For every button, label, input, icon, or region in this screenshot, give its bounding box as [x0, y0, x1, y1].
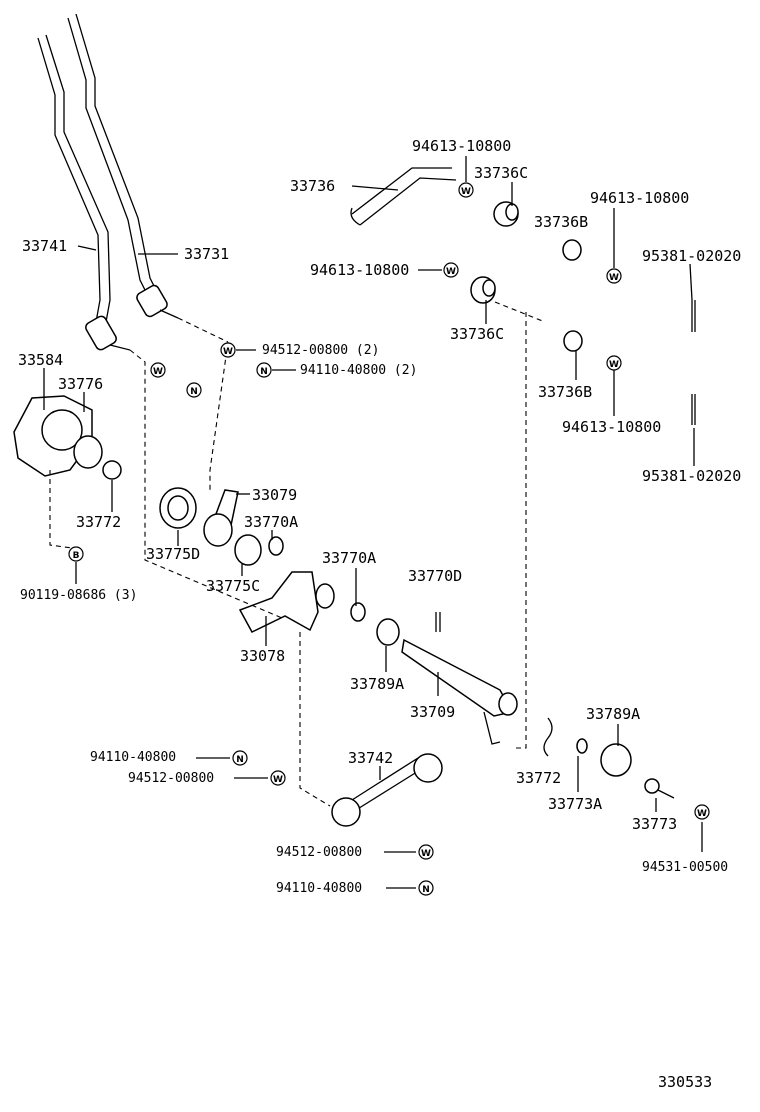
label-94613-bot: 94613-10800 [562, 418, 662, 436]
label-90119: 90119-08686 (3) [20, 588, 138, 603]
label-33775D: 33775D [146, 545, 201, 563]
arm-33079 [203, 489, 239, 547]
label-33789A-b: 33789A [586, 705, 641, 723]
label-94531: 94531-00500 [642, 860, 729, 875]
svg-text:W: W [609, 273, 619, 283]
cotter-pin-top [691, 300, 696, 332]
svg-text:W: W [421, 849, 431, 859]
label-33789A-a: 33789A [350, 675, 405, 693]
label-33770A-a: 33770A [244, 513, 299, 531]
label-94110-c: 94110-40800 [276, 881, 363, 896]
symbol-text: W [461, 187, 471, 197]
label-33742: 33742 [348, 749, 394, 767]
svg-text:N: N [422, 885, 430, 895]
figure-code: 330533 [658, 1073, 713, 1091]
label-33775C: 33775C [206, 577, 261, 595]
svg-text:N: N [260, 367, 268, 377]
label-33776: 33776 [58, 375, 104, 393]
svg-text:W: W [153, 367, 163, 377]
bushing-33736B-top [562, 239, 582, 261]
svg-text:W: W [273, 775, 283, 785]
label-33741: 33741 [22, 237, 68, 255]
label-33584: 33584 [18, 351, 64, 369]
label-94512-b: 94512-00800 [128, 771, 215, 786]
label-33736B-bot: 33736B [538, 383, 593, 401]
bushing-33789A-b [600, 743, 632, 777]
cotter-pin-bot [691, 394, 696, 425]
bushing-33736C-top [493, 201, 519, 227]
label-33731: 33731 [184, 245, 230, 263]
rod-33736 [350, 167, 457, 226]
bracket-33584 [13, 395, 122, 480]
boot-33775C [234, 534, 262, 566]
label-33773A: 33773A [548, 795, 603, 813]
label-95381-top: 95381-02020 [642, 247, 742, 265]
label-33736C-top: 33736C [474, 164, 529, 182]
svg-text:B: B [73, 551, 80, 561]
shift-lever-33741 [37, 34, 131, 351]
label-94110-a: 94110-40800 (2) [300, 363, 418, 378]
svg-text:N: N [236, 755, 244, 765]
boot-33775D [159, 487, 197, 529]
rod-33742 [331, 753, 443, 827]
bushing-33736B-bot [563, 330, 583, 352]
label-95381-bot: 95381-02020 [642, 467, 742, 485]
label-33772-right: 33772 [516, 769, 562, 787]
bushing-33770A-a [268, 536, 284, 556]
bolt-33773 [644, 778, 675, 799]
svg-text:W: W [697, 809, 707, 819]
label-33709: 33709 [410, 703, 456, 721]
label-33736B-top: 33736B [534, 213, 589, 231]
label-33772-left: 33772 [76, 513, 122, 531]
label-94613-mid: 94613-10800 [310, 261, 410, 279]
label-94613-top: 94613-10800 [412, 137, 512, 155]
label-94512-c: 94512-00800 [276, 845, 363, 860]
label-33736: 33736 [290, 177, 336, 195]
pin-33770D [435, 612, 441, 632]
svg-text:W: W [446, 267, 456, 277]
label-33079: 33079 [252, 486, 298, 504]
bushing-33736C-bot [470, 276, 496, 304]
label-94613-right: 94613-10800 [590, 189, 690, 207]
label-33770A-b: 33770A [322, 549, 377, 567]
svg-text:W: W [223, 347, 233, 357]
bushing-33770A-b [350, 602, 366, 622]
svg-text:W: W [609, 360, 619, 370]
label-94110-b: 94110-40800 [90, 750, 177, 765]
shift-lever-33731 [67, 13, 179, 319]
bushing-33789A-a [376, 618, 400, 646]
label-94512-a: 94512-00800 (2) [262, 343, 380, 358]
label-33773: 33773 [632, 815, 678, 833]
clip-33772 [543, 717, 553, 757]
shaft-33709 [401, 638, 518, 745]
label-33078: 33078 [240, 647, 286, 665]
ring-33773A [576, 738, 588, 754]
label-33770D: 33770D [408, 567, 463, 585]
label-33736C-bot: 33736C [450, 325, 505, 343]
bracket-33078 [238, 571, 319, 633]
svg-text:N: N [190, 387, 198, 397]
